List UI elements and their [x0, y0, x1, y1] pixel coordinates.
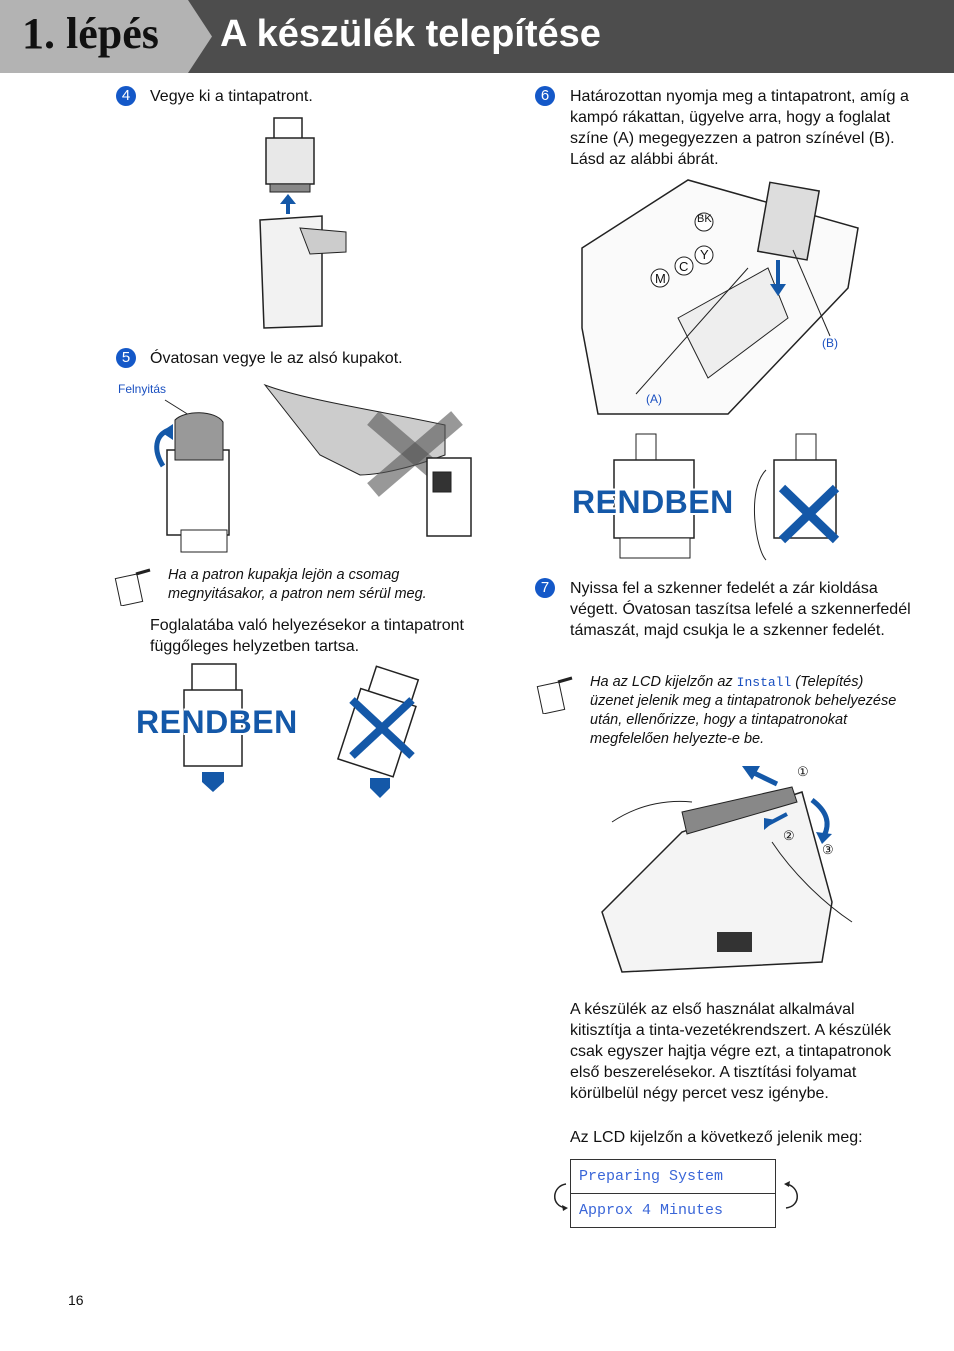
memo-note-icon	[536, 676, 573, 714]
lcd-display: Preparing System Approx 4 Minutes	[570, 1159, 776, 1228]
lcd-note-code: Install	[736, 675, 792, 690]
step-4-text: Vegye ki a tintapatront.	[150, 88, 313, 105]
cartridge-slot-illustration	[581, 179, 859, 415]
label-b: (B)	[822, 336, 838, 350]
remove-cap-illustration	[154, 383, 472, 553]
step-5-text: Óvatosan vegye le az alsó kupakot.	[150, 350, 403, 367]
step-6-badge: 6	[535, 86, 555, 106]
rotate-left-icon	[554, 1183, 568, 1211]
step-5-badge: 5	[116, 348, 136, 368]
step-7-text: Nyissa fel a szkenner fedelét a zár kiol…	[570, 580, 911, 639]
cap-note-text: Ha a patron kupakja lejön a csomag megny…	[168, 567, 427, 602]
bk-label: BK	[697, 213, 712, 225]
vertical-para: Foglalatába való helyezésekor a tintapat…	[150, 617, 464, 655]
cleaning-para: A készülék az első használat alkalmával …	[570, 1001, 892, 1102]
lcd-intro-para: Az LCD kijelzőn a következő jelenik meg:	[570, 1129, 863, 1146]
label-a: (A)	[646, 392, 662, 406]
circle-3-label: ③	[822, 842, 834, 857]
step-4-badge: 4	[116, 86, 136, 106]
lcd-note-post: (Telepítés) üzenet jelenik meg a tintapa…	[590, 674, 897, 747]
step-7-badge: 7	[535, 578, 555, 598]
cartridge-unwrap-illustration	[259, 117, 347, 329]
circle-2-label: ②	[783, 828, 795, 843]
ok-label-right: RENDBEN	[572, 484, 734, 520]
step-number: 1. lépés	[22, 9, 159, 58]
step-6-text: Határozottan nyomja meg a tintapatront, …	[570, 88, 909, 168]
felnyitas-label: Felnyitás	[118, 382, 167, 396]
lcd-line-2: Approx 4 Minutes	[571, 1193, 775, 1227]
ok-label-left: RENDBEN	[136, 704, 298, 740]
y-label: Y	[700, 247, 709, 262]
lcd-note-pre: Ha az LCD kijelzőn az	[590, 674, 737, 690]
slot-ok-wrong-illustration	[613, 433, 840, 561]
circle-1-label: ①	[797, 764, 809, 779]
page-header: 1. lépés A készülék telepítése	[0, 0, 954, 73]
step-arrow-shape	[0, 0, 212, 73]
c-label: C	[679, 259, 689, 274]
vertical-insert-illustration	[183, 663, 420, 798]
lcd-line-1: Preparing System	[579, 1168, 724, 1185]
page-number: 16	[68, 1292, 84, 1308]
memo-note-icon	[114, 568, 151, 606]
m-label: M	[655, 271, 666, 286]
page-title: A készülék telepítése	[220, 13, 601, 55]
scanner-cover-illustration	[601, 766, 853, 973]
lcd-install-note: Ha az LCD kijelzőn az Install (Telepítés…	[590, 673, 905, 749]
rotate-right-icon	[784, 1181, 798, 1209]
